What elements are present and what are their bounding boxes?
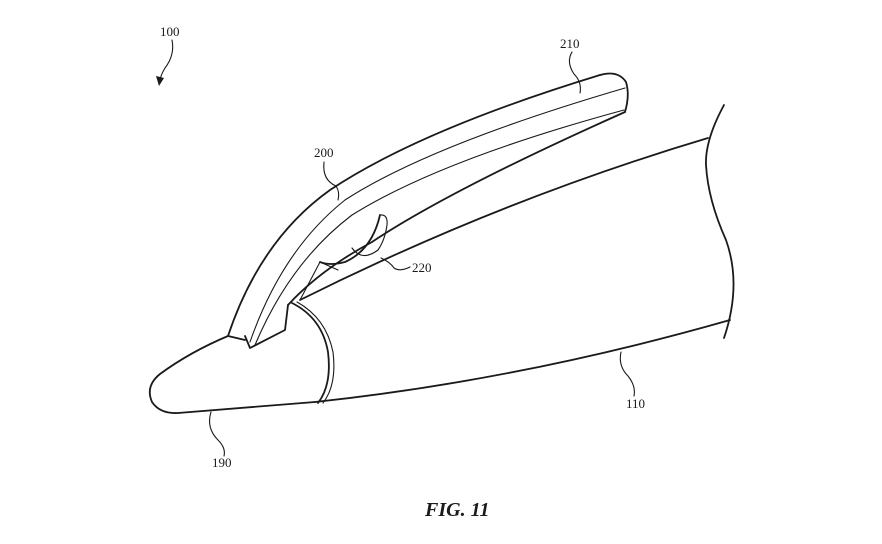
stylus-body [299, 104, 735, 403]
arm-end-cap [599, 72, 629, 113]
ref-100-arrow-shaft [159, 39, 174, 83]
connector [299, 214, 388, 301]
ref-label-110: 110 [626, 396, 645, 411]
ref-210: 210 [560, 36, 581, 94]
arm-facet-line [254, 109, 625, 346]
ref-190-leader [209, 411, 225, 457]
ref-label-100: 100 [160, 24, 180, 39]
ref-100: 100 [156, 24, 180, 86]
tip-collar-inner [296, 301, 335, 404]
body-break-line [705, 104, 735, 339]
ref-200-leader [323, 161, 340, 201]
ref-190: 190 [209, 411, 232, 470]
ref-label-190: 190 [212, 455, 232, 470]
ref-label-200: 200 [314, 145, 334, 160]
ref-100-arrowhead [156, 76, 164, 86]
tip-notch [244, 304, 289, 349]
connector-curve [351, 247, 379, 257]
tip-collar-outer [291, 302, 330, 404]
tip-cone [148, 335, 316, 414]
arm-bottom-edge [287, 111, 626, 306]
connector-shell [319, 214, 381, 265]
connector-inner [377, 214, 388, 251]
ref-label-220: 220 [412, 260, 432, 275]
figure-caption: FIG. 11 [424, 499, 489, 521]
ref-220-leader [380, 257, 411, 271]
ref-label-210: 210 [560, 36, 580, 51]
arm-top-edge [227, 74, 601, 337]
ref-220: 220 [380, 257, 432, 275]
connector-base [299, 261, 339, 301]
ref-110-leader [619, 351, 635, 397]
ref-110: 110 [619, 351, 645, 411]
stylus-arm [227, 72, 629, 346]
stylus-tip [148, 301, 335, 414]
ref-210-leader [568, 51, 581, 94]
body-top-edge [299, 137, 709, 301]
ref-200: 200 [314, 145, 340, 201]
body-bottom-edge [314, 319, 731, 403]
arm-top-highlight [249, 87, 626, 343]
